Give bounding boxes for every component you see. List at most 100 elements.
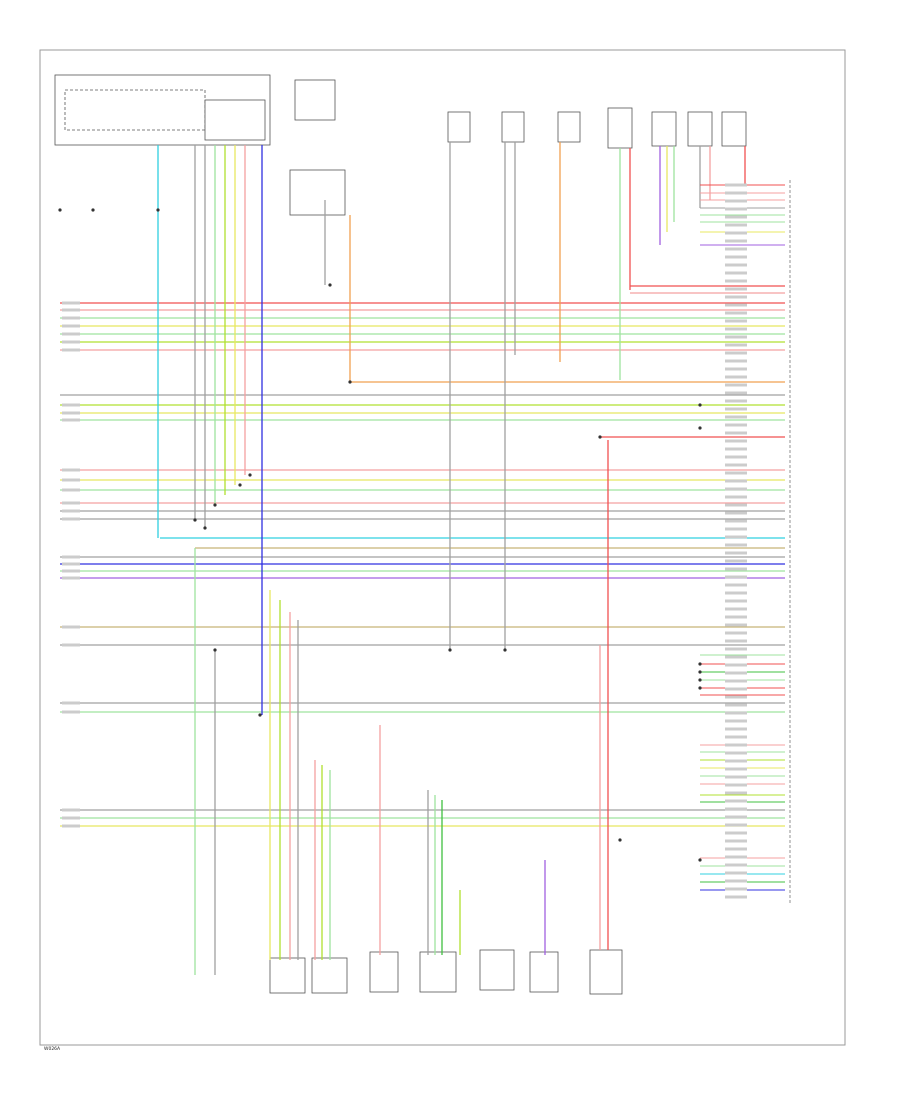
pin-label-mark <box>725 527 747 531</box>
pin-label-mark <box>62 808 80 812</box>
pin-label-mark <box>725 495 747 499</box>
pin-label-mark <box>725 775 747 779</box>
splice-dot <box>248 473 252 477</box>
pin-label-mark <box>62 625 80 629</box>
cruise-switch-block <box>289 79 346 216</box>
pin-label-mark <box>725 735 747 739</box>
pin-label-mark <box>725 783 747 787</box>
pin-label-mark <box>725 815 747 819</box>
splice-dot <box>448 648 452 652</box>
pin-label-mark <box>725 391 747 395</box>
pin-label-mark <box>62 501 80 505</box>
bottom-box-2 <box>311 957 348 994</box>
pin-label-mark <box>725 415 747 419</box>
pin-label-mark <box>725 639 747 643</box>
pin-label-mark <box>725 679 747 683</box>
bottom-components <box>269 949 623 995</box>
splice-dot <box>618 838 622 842</box>
pin-label-mark <box>725 223 747 227</box>
pin-label-mark <box>725 191 747 195</box>
pin-label-mark <box>725 407 747 411</box>
pin-label-mark <box>725 543 747 547</box>
pin-label-mark <box>62 555 80 559</box>
pin-label-mark <box>725 879 747 883</box>
splice-dot <box>698 403 702 407</box>
pin-label-mark <box>725 871 747 875</box>
bottom-box-4 <box>419 951 457 993</box>
pin-label-mark <box>725 207 747 211</box>
pin-label-mark <box>62 576 80 580</box>
pin-label-mark <box>725 423 747 427</box>
module-box-1 <box>447 111 471 143</box>
pin-label-mark <box>725 511 747 515</box>
pin-label-mark <box>725 719 747 723</box>
footer-code: W026A <box>44 1046 61 1052</box>
pin-label-mark <box>62 478 80 482</box>
pin-label-mark <box>62 418 80 422</box>
splice-dot <box>698 670 702 674</box>
pin-label-mark <box>725 575 747 579</box>
pin-label-mark <box>725 327 747 331</box>
pin-label-mark <box>725 519 747 523</box>
pin-label-mark <box>725 359 747 363</box>
module-box-3 <box>557 111 581 143</box>
splice-dot <box>698 858 702 862</box>
pin-label-mark <box>725 479 747 483</box>
pin-label-mark <box>725 343 747 347</box>
top-modules <box>447 107 747 149</box>
pin-label-mark <box>725 503 747 507</box>
pin-label-mark <box>725 551 747 555</box>
pin-label-mark <box>725 591 747 595</box>
pin-label-mark <box>725 831 747 835</box>
splice-dot <box>238 483 242 487</box>
pin-label-mark <box>62 509 80 513</box>
module-box-4 <box>607 107 633 149</box>
pin-label-mark <box>725 399 747 403</box>
pin-label-mark <box>62 348 80 352</box>
pin-label-mark <box>62 488 80 492</box>
pin-label-mark <box>725 823 747 827</box>
pin-label-mark <box>62 816 80 820</box>
splice-dot <box>91 208 95 212</box>
pin-label-mark <box>725 215 747 219</box>
splice-dot <box>698 686 702 690</box>
pin-label-mark <box>62 562 80 566</box>
pin-label-mark <box>725 671 747 675</box>
splice-dot <box>698 678 702 682</box>
diagram-frame <box>39 49 846 1046</box>
pin-label-mark <box>62 324 80 328</box>
splice-dot <box>203 526 207 530</box>
pin-label-mark <box>725 455 747 459</box>
pin-labels <box>62 183 747 899</box>
module-box-2 <box>501 111 525 143</box>
splice-dot <box>348 380 352 384</box>
pin-label-mark <box>725 759 747 763</box>
module-box-5 <box>651 111 677 147</box>
pin-label-mark <box>725 599 747 603</box>
pin-label-mark <box>725 367 747 371</box>
pin-label-mark <box>62 824 80 828</box>
pin-label-mark <box>725 767 747 771</box>
splice-dot <box>213 503 217 507</box>
bottom-box-3 <box>369 951 399 993</box>
pin-label-mark <box>725 703 747 707</box>
splice-dot <box>503 648 507 652</box>
pin-label-mark <box>725 255 747 259</box>
pin-label-mark <box>62 411 80 415</box>
splice-dot <box>258 713 262 717</box>
pin-label-mark <box>62 517 80 521</box>
pin-label-mark <box>62 340 80 344</box>
pin-label-mark <box>725 431 747 435</box>
pin-label-mark <box>725 231 747 235</box>
pin-label-mark <box>725 271 747 275</box>
pin-label-mark <box>725 439 747 443</box>
splice-dot <box>213 648 217 652</box>
pin-label-mark <box>725 279 747 283</box>
pin-label-mark <box>725 583 747 587</box>
pin-label-mark <box>725 663 747 667</box>
pin-label-mark <box>725 263 747 267</box>
pin-label-mark <box>62 701 80 705</box>
pin-label-mark <box>725 695 747 699</box>
pin-label-mark <box>725 295 747 299</box>
